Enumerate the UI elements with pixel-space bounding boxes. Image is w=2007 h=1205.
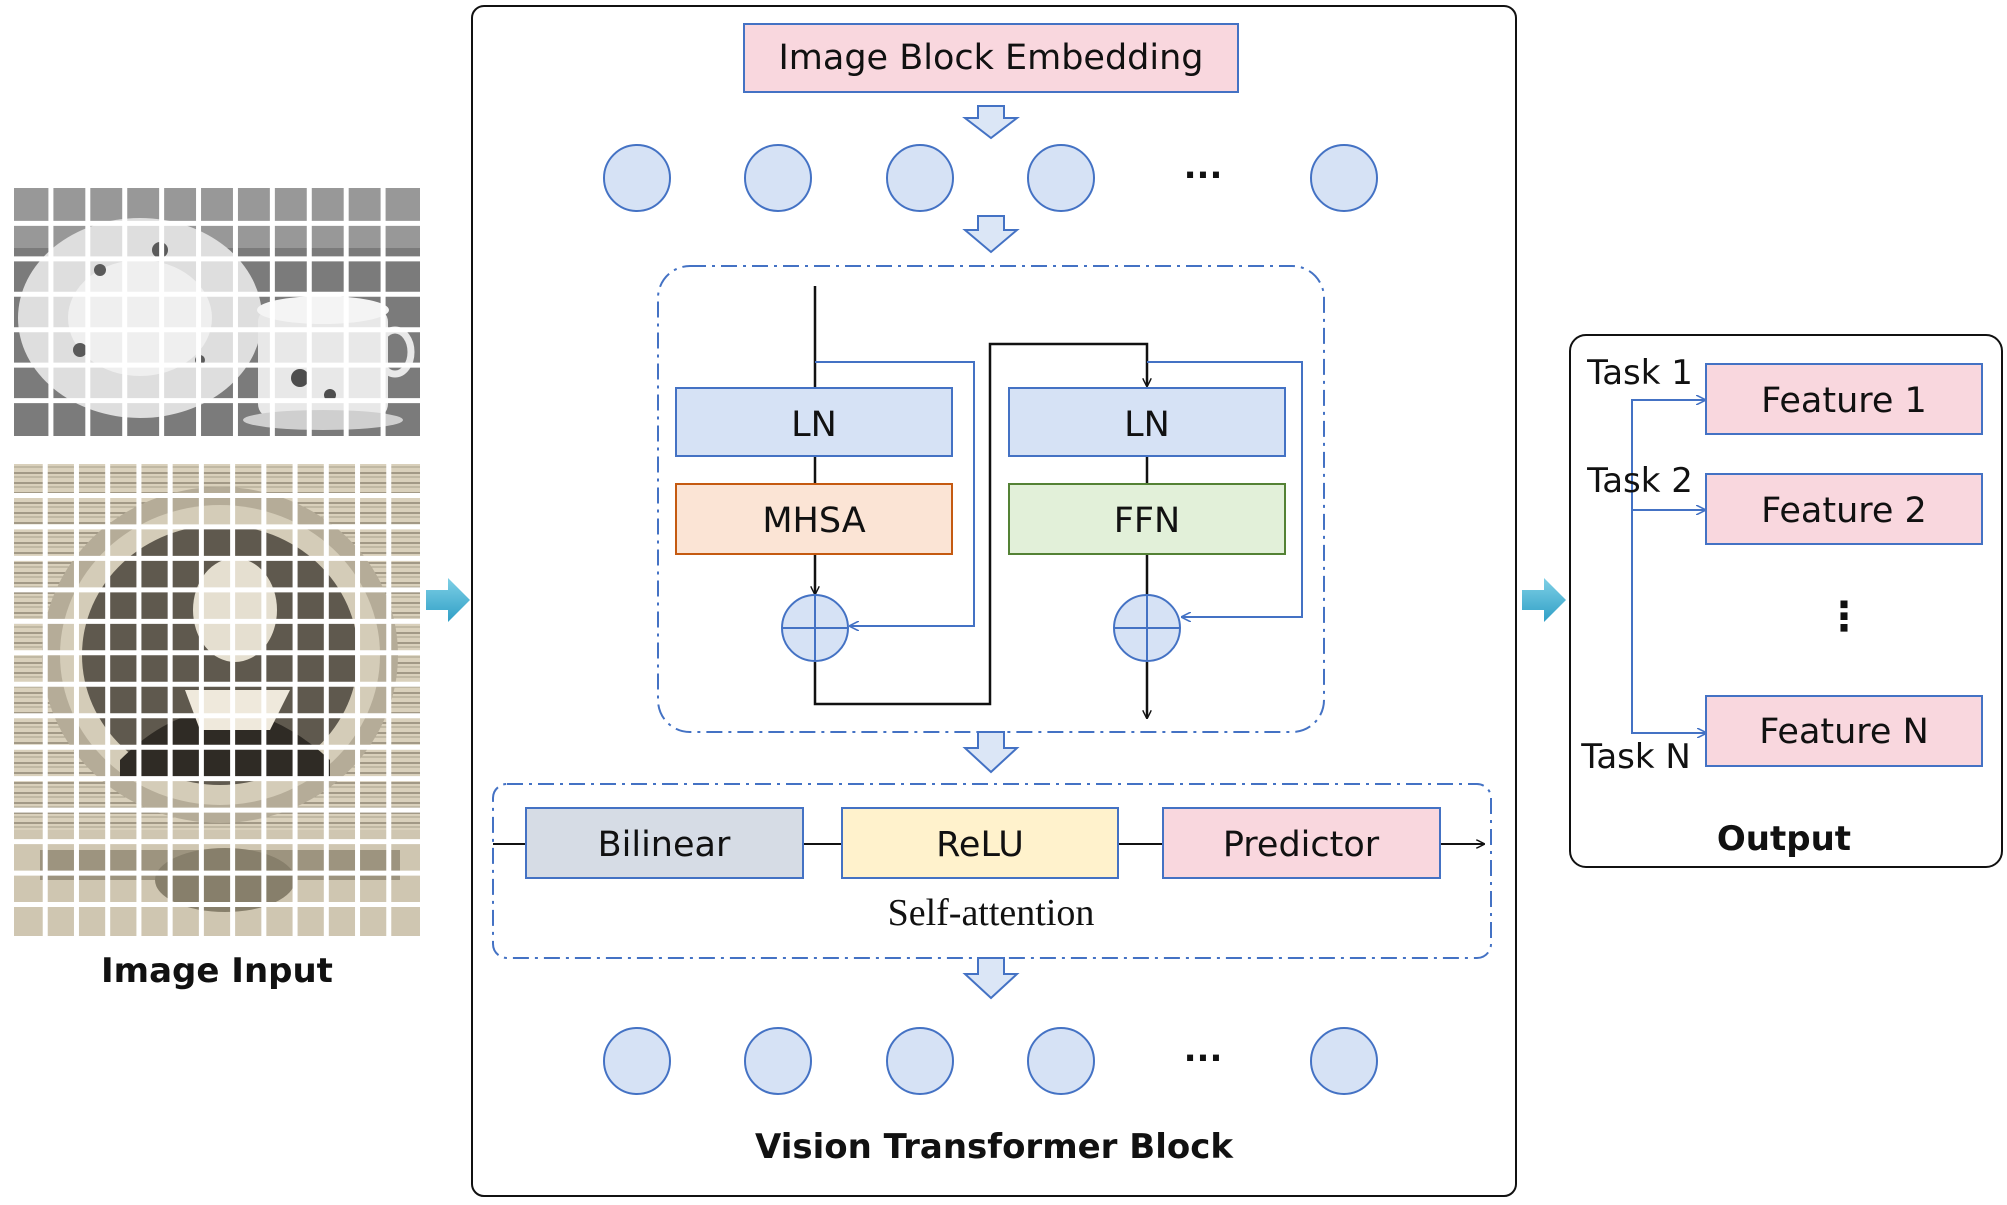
feature-box-2 <box>1705 473 1983 545</box>
feature-label-n: Feature N <box>1759 712 1929 752</box>
token-row-bottom: ... <box>603 1027 1378 1095</box>
output-panel: Feature 1 Feature 2 Feature N Task 1 Tas… <box>1569 334 2003 868</box>
feature-box-1 <box>1705 363 1983 435</box>
token <box>603 144 671 212</box>
flow-arrow-vit-to-output <box>1522 578 1566 622</box>
token <box>744 144 812 212</box>
self-attention-container <box>492 783 1492 959</box>
output-caption: Output <box>1717 819 1851 859</box>
add-node-right-icon <box>1113 594 1181 662</box>
token <box>886 1027 954 1095</box>
task-branch-lines <box>1631 400 1708 733</box>
task-label-n: Task N <box>1580 737 1691 777</box>
image-block-embedding-label: Image Block Embedding <box>778 38 1203 78</box>
token-ellipsis: ... <box>1184 147 1223 187</box>
encoder-main-path <box>815 286 1147 718</box>
task-label-2: Task 2 <box>1586 461 1693 501</box>
patch-grid-overlay <box>14 188 420 936</box>
ln-box-left <box>675 387 953 457</box>
bilinear-label: Bilinear <box>598 825 731 865</box>
ffn-label: FFN <box>1114 501 1180 541</box>
task-label-1: Task 1 <box>1586 353 1693 393</box>
feature-box-n <box>1705 695 1983 767</box>
mhsa-box <box>675 483 953 555</box>
encoder-container <box>657 265 1325 733</box>
ln-label-right: LN <box>1124 405 1170 445</box>
input-image-porcelain <box>14 188 420 436</box>
token <box>886 144 954 212</box>
relu-box <box>841 807 1119 879</box>
mhsa-label: MHSA <box>762 501 865 541</box>
token <box>603 1027 671 1095</box>
down-arrow-tokens-to-encoder <box>962 215 1020 254</box>
predictor-box <box>1162 807 1441 879</box>
token-row-top: ... <box>603 144 1378 212</box>
token <box>1027 1027 1095 1095</box>
token <box>744 1027 812 1095</box>
token <box>1310 1027 1378 1095</box>
image-input-caption: Image Input <box>101 951 333 991</box>
down-arrow-encoder-to-head <box>962 731 1020 774</box>
residual-path-left <box>815 361 975 626</box>
ffn-box <box>1008 483 1286 555</box>
token <box>1027 144 1095 212</box>
feature-label-1: Feature 1 <box>1761 381 1927 421</box>
vertical-ellipsis: ⋮ <box>1824 594 1864 640</box>
image-block-embedding-box <box>743 23 1239 93</box>
vision-transformer-block: Image Block Embedding ... <box>471 5 1517 1197</box>
ln-label-left: LN <box>791 405 837 445</box>
flow-arrow-input-to-vit <box>426 578 470 622</box>
token <box>1310 144 1378 212</box>
ln-box-right <box>1008 387 1286 457</box>
residual-path-right <box>1147 361 1303 617</box>
down-arrow-embedding <box>962 105 1020 140</box>
predictor-label: Predictor <box>1223 825 1380 865</box>
token-ellipsis: ... <box>1184 1030 1223 1070</box>
add-node-left-icon <box>781 594 849 662</box>
down-arrow-head-to-tokens <box>962 957 1020 1000</box>
self-attention-label: Self-attention <box>888 892 1095 934</box>
feature-label-2: Feature 2 <box>1761 491 1927 531</box>
vit-block-caption: Vision Transformer Block <box>755 1127 1234 1167</box>
relu-label: ReLU <box>936 825 1024 865</box>
bilinear-box <box>525 807 804 879</box>
image-input-panel: Image Input <box>14 188 420 991</box>
